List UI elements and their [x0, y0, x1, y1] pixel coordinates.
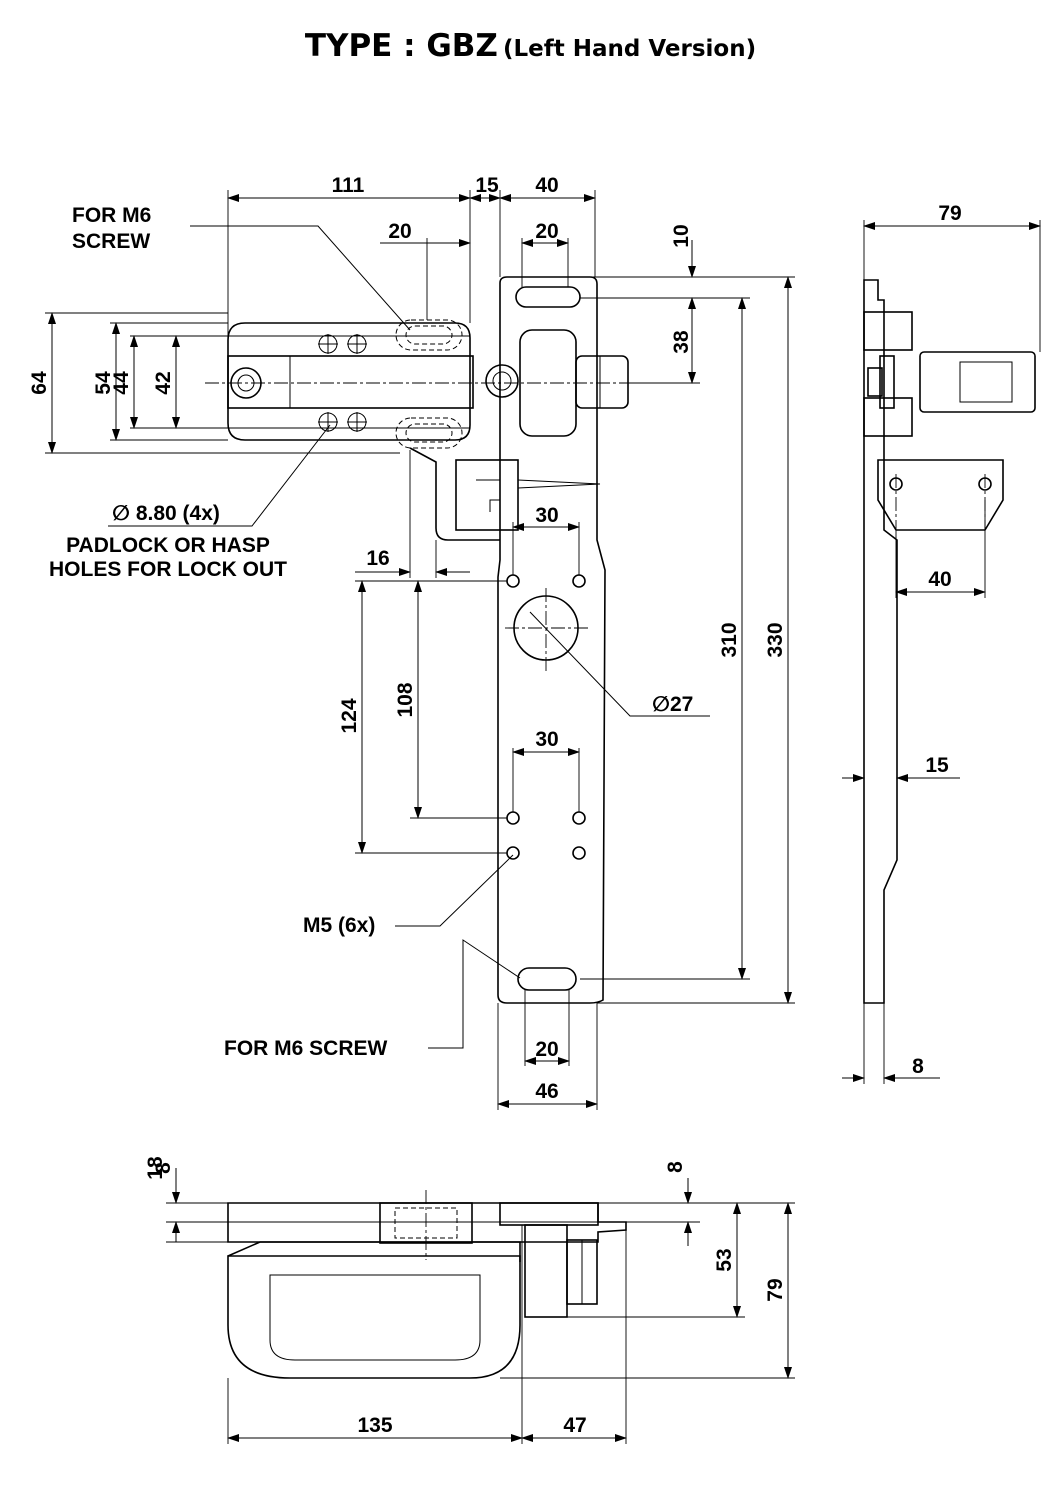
padlock-holes — [318, 334, 367, 432]
dim-79-bottom: 79 — [764, 1278, 787, 1301]
bottom-handle — [227, 1255, 521, 1379]
dim-16: 16 — [366, 547, 389, 570]
dim-124: 124 — [338, 698, 361, 733]
bottom-view: 18 8 8 53 79 135 47 — [144, 1156, 795, 1444]
lower-hook — [409, 447, 500, 541]
dim-10: 10 — [670, 224, 693, 247]
note-padlock-diameter: ∅ 8.80 (4x) — [112, 502, 220, 525]
dim-30-lower: 30 — [535, 728, 558, 751]
note-m5: M5 (6x) — [303, 914, 375, 937]
dim-310: 310 — [718, 622, 741, 657]
dim-8-right: 8 — [664, 1161, 687, 1173]
note-m6-top-line2: SCREW — [72, 230, 150, 253]
dim-27: ∅27 — [652, 693, 693, 716]
drawing-title: TYPE : GBZ (Left Hand Version) — [0, 28, 1061, 64]
side-view: 79 40 15 8 — [842, 202, 1041, 1084]
bottom-switch — [524, 1224, 568, 1318]
dim-47: 47 — [563, 1414, 586, 1437]
dim-42: 42 — [152, 371, 175, 394]
dim-108: 108 — [394, 682, 417, 717]
dim-20-bottom: 20 — [535, 1038, 558, 1061]
dim-20-top-left: 20 — [388, 220, 411, 243]
note-padlock-line2: HOLES FOR LOCK OUT — [49, 558, 287, 581]
dim-40-top: 40 — [535, 174, 558, 197]
dim-8-left: 8 — [152, 1162, 175, 1174]
side-latch — [919, 351, 1036, 413]
title-type: TYPE : GBZ — [304, 28, 498, 64]
dim-46: 46 — [535, 1080, 558, 1103]
screw-slot-upper — [395, 319, 463, 351]
dim-20-top-right: 20 — [535, 220, 558, 243]
dim-38: 38 — [670, 330, 693, 354]
side-plate — [863, 279, 898, 1004]
dim-30-upper: 30 — [535, 504, 558, 527]
bottom-slot — [517, 967, 577, 991]
title-version: (Left Hand Version) — [502, 36, 757, 62]
dim-15-side: 15 — [925, 754, 949, 777]
screw-slot-lower — [395, 417, 463, 449]
dim-40-side: 40 — [928, 568, 951, 591]
dim-18: 18 — [144, 1156, 167, 1180]
dim-8-side: 8 — [912, 1055, 924, 1078]
note-padlock-line1: PADLOCK OR HASP — [66, 534, 270, 557]
latch-tongue — [575, 355, 629, 409]
bolt-head-right — [485, 364, 519, 398]
side-bracket — [877, 459, 1004, 531]
dim-330: 330 — [764, 622, 787, 657]
note-m6-top-line1: FOR M6 — [72, 204, 151, 227]
front-plate — [497, 276, 606, 1004]
note-m6-bottom: FOR M6 SCREW — [224, 1037, 388, 1060]
switch-block — [455, 459, 519, 531]
handle-bar — [227, 355, 474, 409]
top-slot — [515, 286, 581, 308]
handle-body — [227, 322, 471, 441]
dim-53: 53 — [713, 1248, 736, 1271]
dim-135: 135 — [357, 1414, 392, 1437]
dim-44: 44 — [110, 371, 133, 395]
handle-inner-bar — [289, 355, 471, 409]
dim-111: 111 — [332, 174, 365, 197]
dim-15-top: 15 — [475, 174, 499, 197]
dim-54: 54 — [92, 371, 115, 395]
dim-64: 64 — [28, 371, 51, 395]
front-view: 111 15 40 20 20 10 38 64 54 44 4 — [28, 174, 795, 1110]
dim-79-side: 79 — [938, 202, 961, 225]
